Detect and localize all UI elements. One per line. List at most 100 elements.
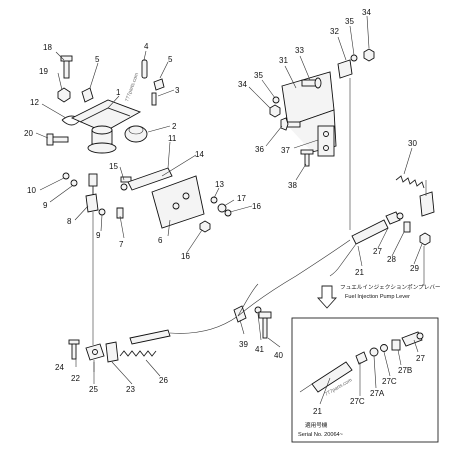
pin-28 [403, 221, 411, 233]
arrow-to-inset [316, 285, 338, 309]
inset-27B [391, 339, 401, 351]
callout: 35 [254, 71, 263, 80]
washer-41 [254, 306, 262, 314]
inset-variant-box: 777parts.com 適用号機 Serial No. 20064~ [291, 317, 439, 443]
stud-15 [120, 176, 132, 191]
pivot-boss [87, 125, 117, 154]
inset-27C-b [380, 344, 388, 352]
callout: 9 [43, 201, 48, 210]
callout: 26 [159, 376, 168, 385]
callout: 6 [158, 236, 163, 245]
callout: 34 [362, 8, 371, 17]
callout: 15 [109, 162, 118, 171]
washer-35-top [350, 54, 358, 62]
callout: 8 [67, 217, 72, 226]
watermark-top: 777parts.com [124, 72, 140, 103]
callout: 24 [55, 363, 64, 372]
callout: 4 [144, 42, 149, 51]
callout: 11 [168, 134, 177, 143]
callout: 23 [126, 385, 135, 394]
callout: 38 [288, 181, 297, 190]
callout: 12 [30, 98, 39, 107]
callout: 10 [27, 186, 36, 195]
cable-sleeve [129, 329, 171, 345]
callout: 28 [387, 255, 396, 264]
upper-right-bracket-assembly [248, 15, 375, 230]
callout: 37 [281, 146, 290, 155]
bracket-32 [337, 59, 353, 79]
inset-frame [291, 317, 439, 443]
callout: 35 [345, 17, 354, 26]
washer-35-left [272, 96, 280, 104]
callout: 27C [350, 397, 365, 406]
bolt-38 [300, 149, 314, 167]
callout: 27 [373, 247, 382, 256]
pump-lever-label-en: Fuel Injection Pump Lever [345, 294, 410, 300]
bolt-3 [151, 92, 157, 106]
callout: 2 [172, 122, 177, 131]
cable-anchor-assembly [68, 315, 239, 385]
pin-4 [141, 59, 148, 79]
callout: 20 [24, 129, 33, 138]
bolt-24 [71, 342, 77, 360]
callout: 30 [408, 139, 417, 148]
bracket-5 [81, 87, 94, 103]
throttle-cable-main [237, 239, 351, 317]
inset-27C-a [355, 351, 368, 365]
serial-label-jp: 適用号機 [305, 421, 328, 429]
inset-cable-sleeve [311, 361, 353, 393]
callout: 16 [181, 252, 190, 261]
pump-lever-assembly: フュエルインジェクションポンプレバー Fuel Injection Pump L… [329, 147, 441, 300]
callout: 5 [168, 55, 173, 64]
bracket-plate-6 [151, 175, 205, 229]
washer-16a [224, 209, 232, 217]
nut-34-left [269, 104, 281, 118]
lever-plate-1 [70, 99, 142, 133]
callout: 18 [43, 43, 52, 52]
callout: 27A [370, 389, 385, 398]
callout: 1 [116, 88, 121, 97]
washer-9a [70, 179, 78, 187]
throttle-lever-assembly: 777parts.com [35, 50, 253, 255]
callout: 36 [255, 145, 264, 154]
washer-9b [98, 208, 106, 216]
bolt-33 [301, 77, 322, 89]
bolt-36 [280, 117, 301, 131]
callout: 22 [71, 374, 80, 383]
nut-29 [419, 232, 431, 246]
cable-sleeve-21 [351, 219, 389, 245]
callout: 21 [313, 407, 322, 416]
inset-27A [369, 347, 379, 357]
callout: 39 [239, 340, 248, 349]
pump-lever [419, 191, 435, 217]
callout: 32 [330, 27, 339, 36]
washer-10 [62, 172, 70, 180]
callout: 19 [39, 67, 48, 76]
callout: 13 [215, 180, 224, 189]
spring-30 [395, 175, 425, 189]
callout: 29 [410, 264, 419, 273]
callout: 21 [355, 268, 364, 277]
rod-end-fitting [88, 173, 98, 187]
callout: 41 [255, 345, 264, 354]
nut-16b [199, 220, 211, 233]
callout: 40 [274, 351, 283, 360]
callout: 34 [238, 80, 247, 89]
nut-34-top [363, 48, 375, 62]
callout: 16 [252, 202, 261, 211]
callout: 7 [119, 240, 124, 249]
callout: 9 [96, 231, 101, 240]
rod-end-8 [85, 193, 99, 213]
callout: 17 [237, 194, 246, 203]
callout: 3 [175, 86, 180, 95]
clip-5 [153, 78, 165, 91]
clip-7 [116, 207, 124, 219]
callout: 27B [398, 366, 412, 375]
callout: 33 [295, 46, 304, 55]
pump-lever-label-jp: フュエルインジェクションポンプレバー [340, 283, 441, 291]
callout: 5 [95, 55, 100, 64]
bolt-18 [60, 55, 73, 79]
link-arm-11 [127, 167, 173, 191]
callout: 31 [279, 56, 288, 65]
